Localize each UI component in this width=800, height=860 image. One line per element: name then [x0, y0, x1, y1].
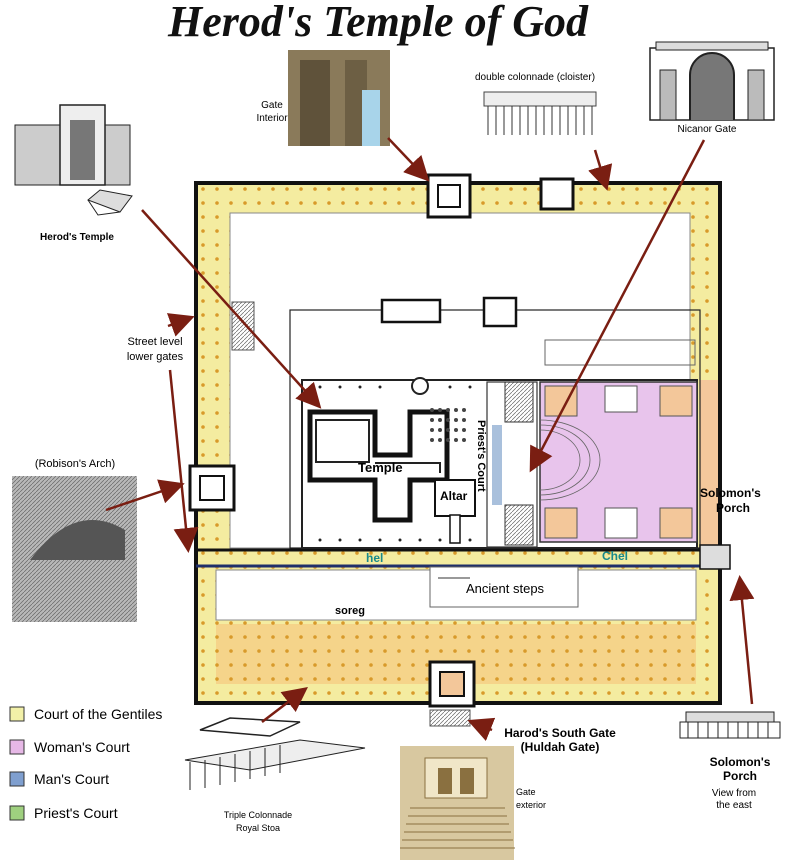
nicanor-gate-picture	[649, 41, 775, 121]
gate-exterior-label-2: exterior	[516, 800, 546, 810]
inner-gates	[380, 296, 696, 366]
legend-swatch-man	[9, 771, 25, 787]
priests-court-label: Priest's Court	[475, 420, 487, 492]
arrow-herods-temple	[141, 209, 322, 409]
arrow-nicanor-gate	[529, 139, 706, 473]
legend: Court of the Gentiles Woman's Court Man'…	[9, 706, 162, 821]
south-gate-label-2: (Huldah Gate)	[521, 740, 600, 754]
mans-court-blue	[492, 425, 502, 505]
gate-exterior-picture	[400, 746, 515, 860]
legend-label-gentiles: Court of the Gentiles	[34, 706, 162, 722]
temple-map: Temple Altar Priest's Court Solomon's Po…	[188, 173, 761, 727]
legend-swatch-woman	[9, 739, 25, 755]
double-colonnade-label: double colonnade (cloister)	[475, 72, 595, 83]
stairs-west	[231, 301, 255, 351]
herods-temple-label: Herod's Temple	[40, 232, 114, 243]
arrow-solomons-porch	[729, 575, 755, 705]
soreg-label: soreg	[335, 605, 365, 617]
womans-court-gate-north	[604, 385, 638, 413]
herods-temple-picture	[14, 104, 133, 216]
stairs-east	[699, 544, 731, 570]
arrow-street-upper	[166, 313, 195, 337]
solomons-porch-strip	[700, 380, 720, 555]
robisons-arch-picture	[12, 476, 137, 622]
arrow-south-gate	[467, 717, 496, 742]
gate-west	[188, 464, 236, 512]
hel-label: hel	[366, 551, 383, 565]
arrow-royal-stoa	[261, 686, 308, 723]
solomons-porch-label-1: Solomon's	[710, 755, 771, 769]
street-level-label-2: lower gates	[127, 351, 184, 363]
gate-interior-picture	[288, 50, 390, 146]
womans-court-gate-south	[604, 507, 638, 539]
arrow-street-lower	[168, 369, 199, 553]
robisons-arch-label: (Robison's Arch)	[35, 458, 115, 470]
ancient-steps-box	[429, 566, 579, 608]
gate-north	[426, 173, 472, 219]
womans-court-chamber-sw	[544, 507, 578, 539]
solomons-porch-picture	[679, 711, 781, 739]
chamber-upper	[504, 381, 534, 423]
legend-swatch-priest	[9, 805, 25, 821]
south-gate-label-1: Harod's South Gate	[504, 726, 616, 740]
triple-colonnade-label-2: Royal Stoa	[236, 823, 280, 833]
arrow-robisons-arch	[105, 479, 185, 512]
altar-label: Altar	[440, 489, 468, 503]
page-title: Herod's Temple of God	[167, 0, 589, 46]
pointer-arrows	[105, 137, 755, 742]
legend-label-priest: Priest's Court	[34, 805, 118, 821]
legend-label-man: Man's Court	[34, 771, 109, 787]
womans-court-chamber-se	[659, 507, 693, 539]
nicanor-steps	[539, 419, 601, 501]
legend-swatch-gentiles	[9, 706, 25, 722]
gate-exterior-label-1: Gate	[516, 787, 536, 797]
slaughter-rings	[430, 408, 466, 442]
solomons-porch-label-2: Porch	[723, 769, 757, 783]
arrow-gate-interior	[387, 137, 430, 182]
street-level-label-1: Street level	[127, 336, 182, 348]
double-colonnade-picture	[483, 91, 597, 135]
legend-label-woman: Woman's Court	[34, 739, 130, 755]
gate-interior-label-1: Gate	[261, 100, 283, 111]
gate-north-east	[539, 177, 575, 211]
arrow-double-colonnade	[588, 149, 613, 191]
gate-interior-label-2: Interior	[256, 113, 288, 124]
temple-label: Temple	[358, 460, 403, 475]
gate-south	[428, 660, 476, 708]
ancient-steps-label: Ancient steps	[466, 581, 545, 596]
womans-court-chamber-ne	[659, 385, 693, 417]
altar-ramp	[449, 514, 461, 544]
triple-colonnade-picture	[184, 717, 366, 790]
nicanor-gate-label: Nicanor Gate	[678, 124, 737, 135]
well-circle	[411, 377, 429, 395]
triple-colonnade-label-1: Triple Colonnade	[224, 810, 292, 820]
chamber-lower	[504, 504, 534, 546]
solomons-porch-map-label-2: Porch	[716, 501, 750, 515]
solomons-porch-map-label-1: Solomon's	[700, 486, 761, 500]
chel-label: Chel	[602, 549, 628, 563]
view-east-label-1: View from	[712, 788, 756, 799]
south-gate-steps	[429, 709, 471, 727]
view-east-label-2: the east	[716, 800, 752, 811]
